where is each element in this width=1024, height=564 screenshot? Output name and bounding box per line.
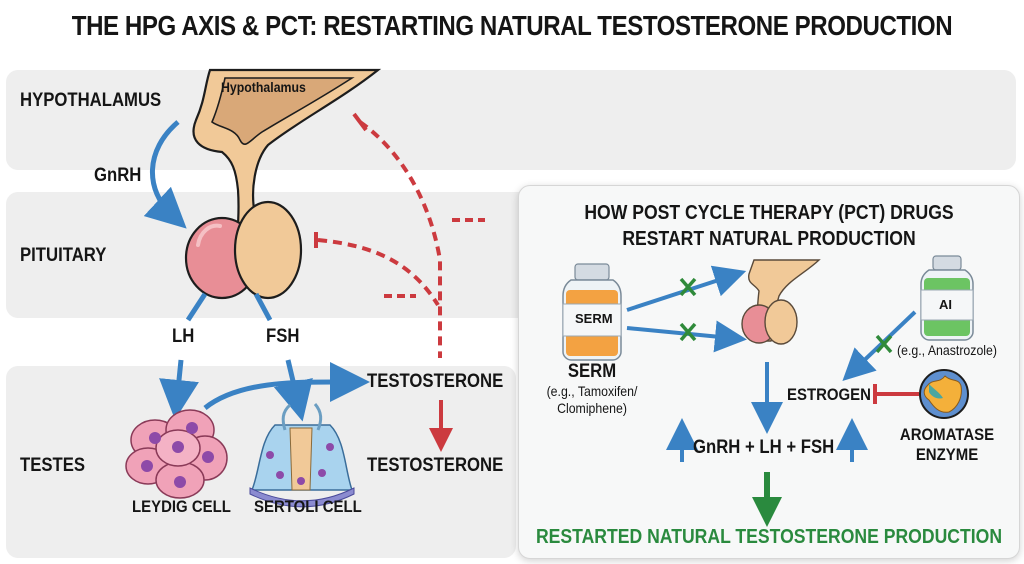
serm-examples-line2: Clomiphene) <box>557 400 627 416</box>
hormone-label-gnrh: GnRH <box>94 165 142 186</box>
cell-label-leydig: LEYDIG CELL <box>132 497 231 516</box>
pct-illustration <box>562 255 974 527</box>
hypothalamus-band <box>6 70 1016 170</box>
band-label-pituitary: PITUITARY <box>20 245 107 266</box>
serm-to-pituitary-arrow <box>626 320 747 353</box>
testosterone-label-top: TESTOSTERONE <box>367 371 504 392</box>
serm-examples-line1: (e.g., Tamoxifen/ <box>546 383 638 399</box>
aromatase-label-line2: ENZYME <box>915 445 979 464</box>
lh-arrow <box>159 359 199 420</box>
fsh-line <box>253 292 273 322</box>
sertoli-cell-illustration <box>249 403 355 508</box>
result-label: RESTARTED NATURAL TESTOSTERONE PRODUCTIO… <box>535 526 1003 548</box>
cell-label-sertoli: SERTOLI CELL <box>254 497 362 516</box>
mini-hypothalamus-pituitary-icon <box>741 259 821 345</box>
pct-title-line1: HOW POST CYCLE THERAPY (PCT) DRUGS <box>584 202 954 224</box>
block-mark-ai <box>875 334 893 354</box>
testosterone-label-bottom: TESTOSTERONE <box>367 455 504 476</box>
serm-bottle-label: SERM <box>575 311 613 326</box>
hormones-up-label: GnRH + LH + FSH <box>693 437 835 458</box>
negative-feedback-lines <box>314 112 485 358</box>
estrogen-label: ESTROGEN <box>787 385 871 404</box>
band-label-testes: TESTES <box>20 455 86 476</box>
inhibit-bar-hypothalamus <box>352 112 368 132</box>
leydig-cell-illustration <box>125 409 228 499</box>
hormone-label-lh: LH <box>172 326 195 347</box>
pituitary-gland <box>184 200 303 300</box>
testosterone-output-arrow <box>203 361 370 410</box>
gnrh-arrow <box>143 120 187 229</box>
lh-line <box>185 292 208 322</box>
ai-bottle-icon <box>920 255 974 341</box>
aromatase-enzyme-icon <box>919 369 969 419</box>
pct-title-line2: RESTART NATURAL PRODUCTION <box>622 228 916 250</box>
feedback-to-hypothalamus <box>358 120 442 358</box>
aromatase-label-line1: AROMATASE <box>899 425 995 444</box>
serm-name: SERM <box>567 361 617 382</box>
block-mark-icon <box>679 277 697 342</box>
hormone-label-fsh: FSH <box>266 326 300 347</box>
page-title: THE HPG AXIS & PCT: RESTARTING NATURAL T… <box>71 10 953 41</box>
band-label-hypothalamus: HYPOTHALAMUS <box>20 90 162 111</box>
organ-label-hypothalamus: Hypothalamus <box>221 79 306 95</box>
serm-to-hypothalamus-arrow <box>626 265 747 312</box>
pct-panel: HOW POST CYCLE THERAPY (PCT) DRUGS RESTA… <box>518 185 1020 559</box>
ai-bottle-label: AI <box>939 297 952 312</box>
feedback-to-pituitary <box>317 238 440 307</box>
serm-bottle-icon <box>562 263 622 361</box>
ai-examples: (e.g., Anastrozole) <box>897 342 997 358</box>
